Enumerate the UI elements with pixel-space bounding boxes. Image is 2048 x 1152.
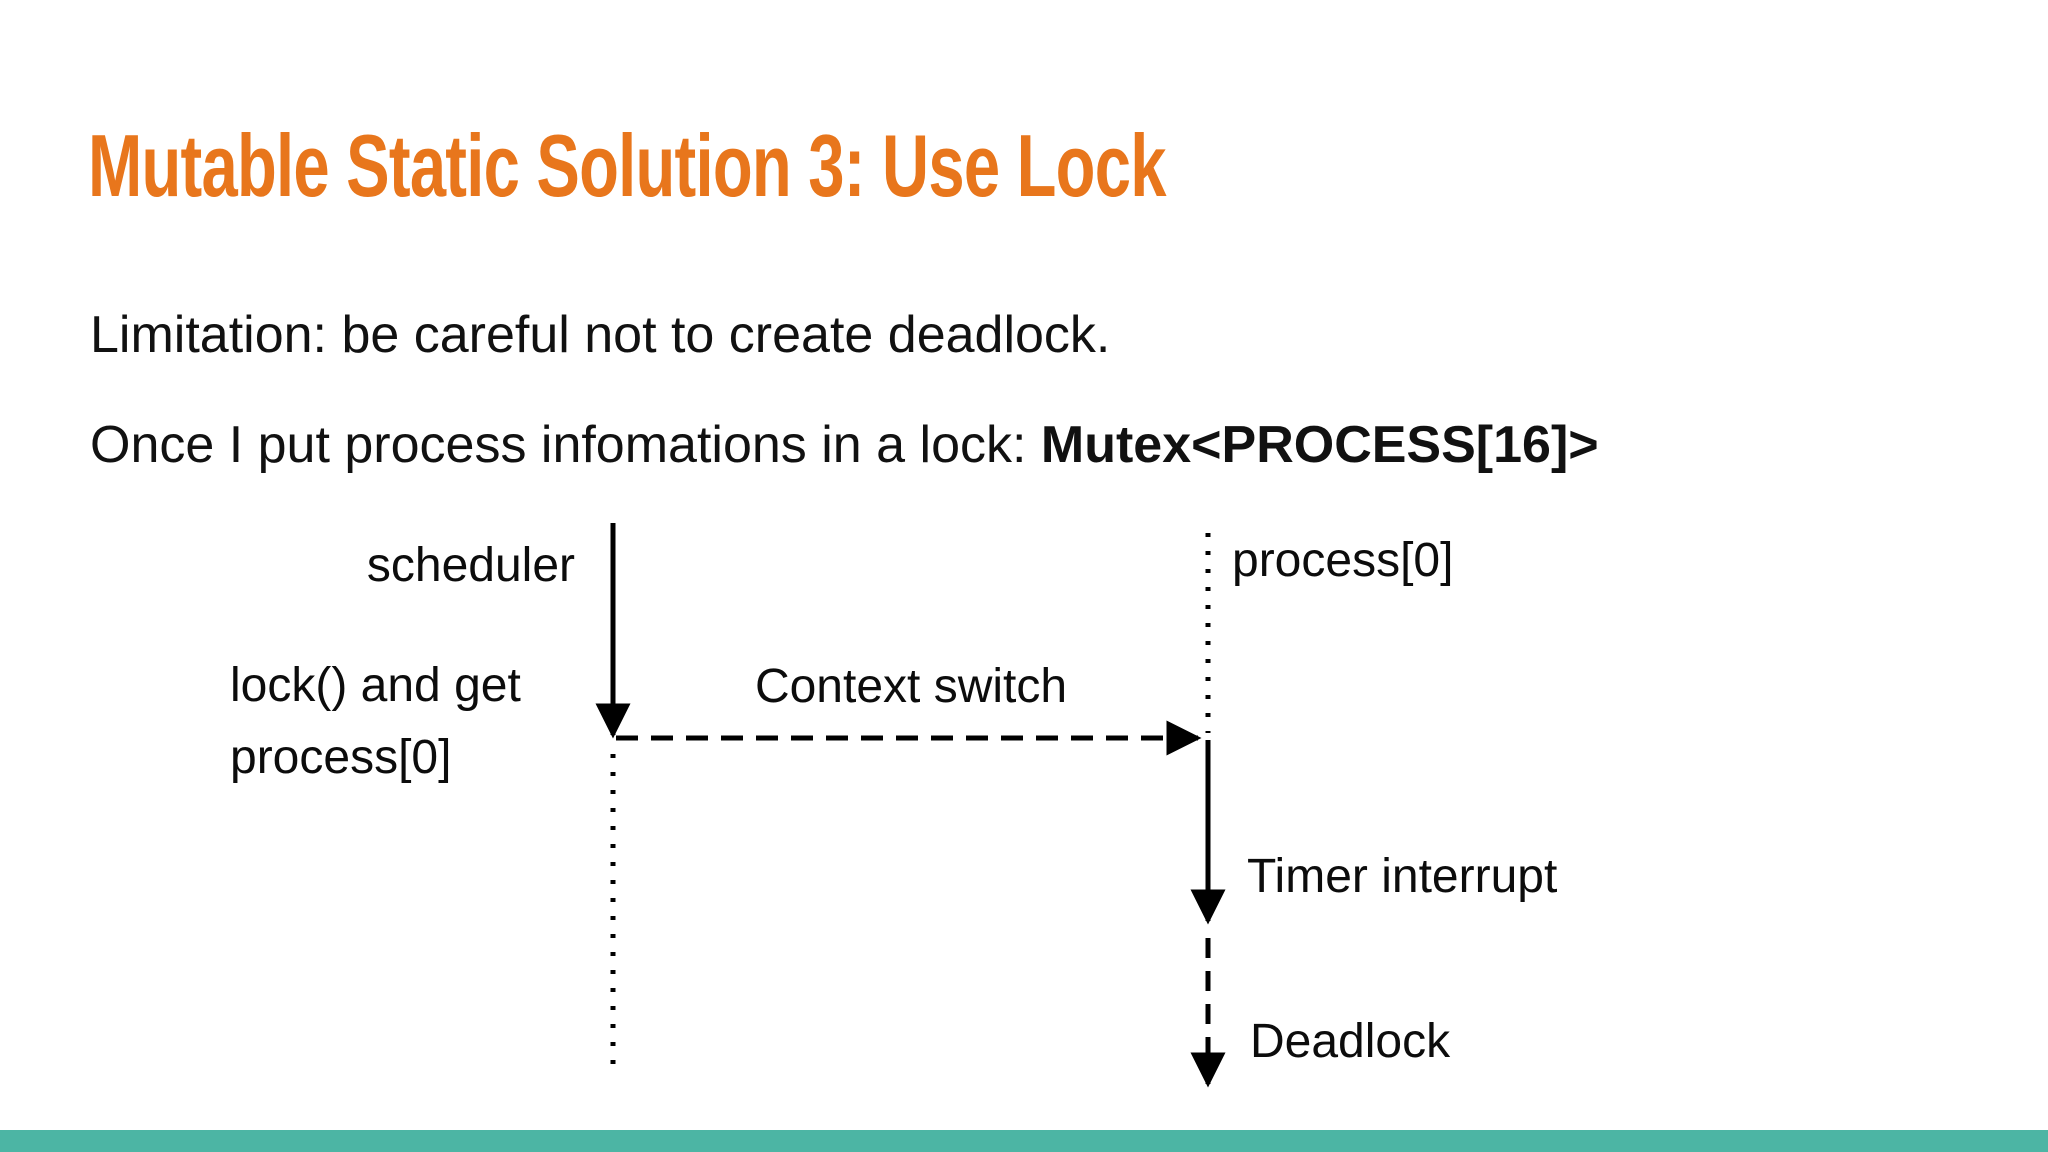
lock-note: lock() and get process[0]	[230, 650, 521, 794]
mutex-type-code: Mutex<PROCESS[16]>	[1040, 416, 1599, 474]
timer-interrupt-label: Timer interrupt	[1247, 850, 1558, 903]
lock-note-line2: process[0]	[230, 731, 452, 784]
limitation-text: Limitation: be careful not to create dea…	[90, 306, 1111, 364]
scheduler-label: scheduler	[366, 539, 575, 592]
mutex-sentence-prefix: Once I put process infomations in a lock…	[90, 416, 1041, 474]
process0-label: process[0]	[1232, 534, 1454, 587]
context-switch-label: Context switch	[754, 660, 1068, 713]
footer-accent-bar	[0, 1130, 2048, 1152]
deadlock-label: Deadlock	[1250, 1015, 1451, 1068]
slide-title: Mutable Static Solution 3: Use Lock	[88, 116, 1544, 215]
lock-note-line1: lock() and get	[230, 659, 521, 712]
slide-title-text: Mutable Static Solution 3: Use Lock	[88, 116, 1166, 215]
mutex-sentence: Once I put process infomations in a lock…	[90, 413, 1599, 478]
